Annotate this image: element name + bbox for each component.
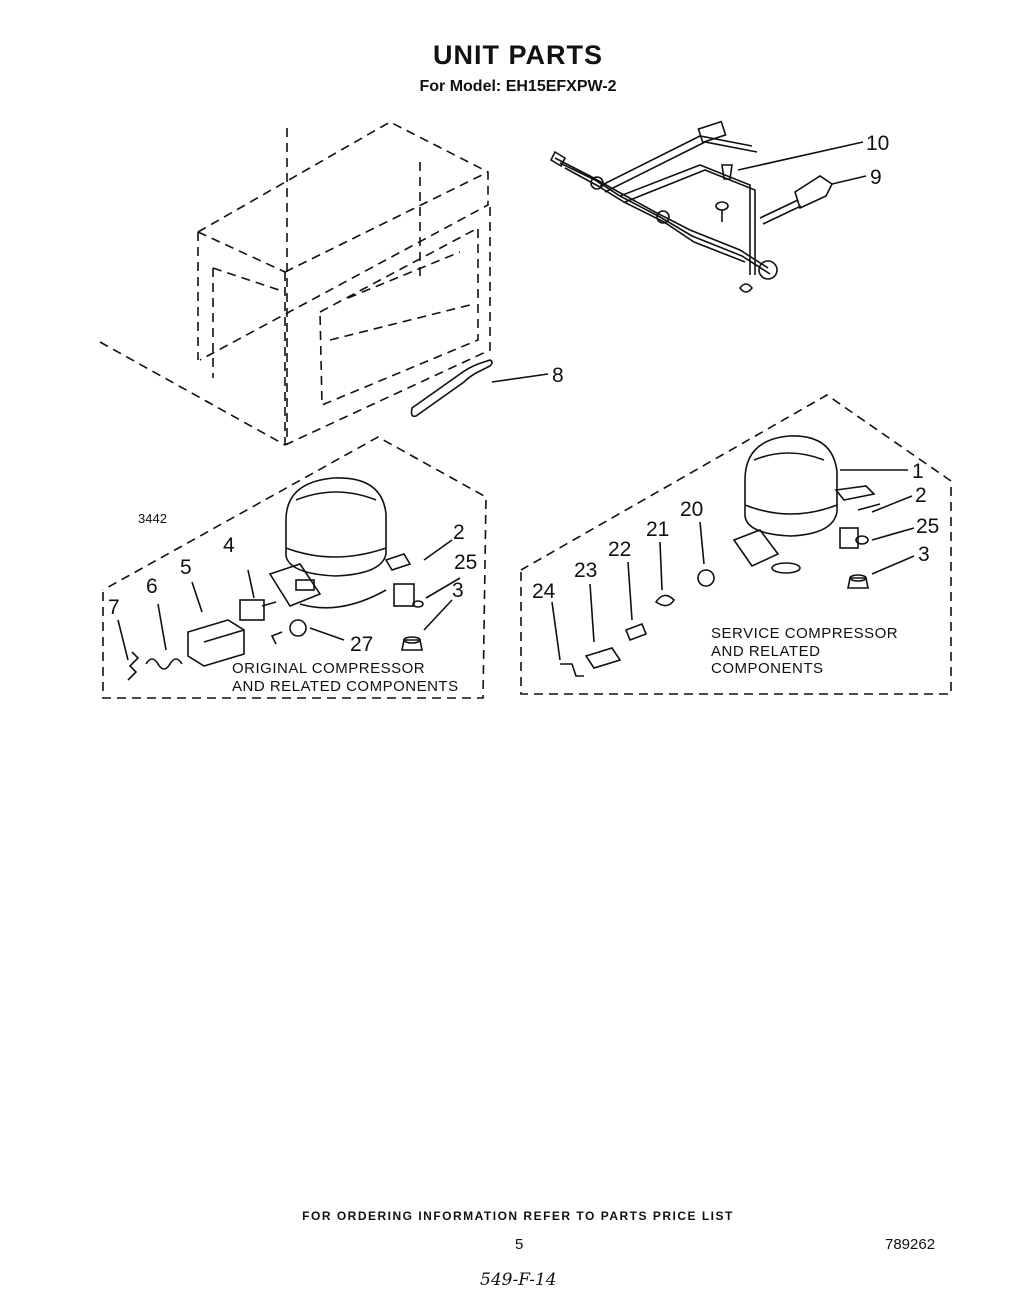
callout-2-service: 2 bbox=[915, 484, 927, 507]
callout-20: 20 bbox=[680, 498, 703, 521]
diagram-code: 3442 bbox=[138, 511, 167, 526]
callout-3-original: 3 bbox=[452, 579, 464, 602]
callout-24: 24 bbox=[532, 580, 556, 603]
callout-27: 27 bbox=[350, 633, 373, 656]
callout-25-service: 25 bbox=[916, 515, 939, 538]
model-line: For Model: EH15EFXPW-2 bbox=[419, 78, 617, 95]
callout-7: 7 bbox=[108, 596, 120, 619]
callout-6: 6 bbox=[146, 575, 158, 598]
ordering-info-footer: FOR ORDERING INFORMATION REFER TO PARTS … bbox=[302, 1209, 734, 1223]
callout-22: 22 bbox=[608, 538, 631, 561]
document-number: 789262 bbox=[885, 1236, 936, 1253]
cabinet-outline bbox=[99, 121, 491, 446]
leader-8 bbox=[491, 373, 549, 383]
original-caption-line2: AND RELATED COMPONENTS bbox=[232, 678, 459, 695]
callout-4: 4 bbox=[223, 534, 235, 557]
original-compressor-panel bbox=[102, 436, 487, 699]
callout-5: 5 bbox=[180, 556, 192, 579]
callout-10: 10 bbox=[866, 132, 889, 155]
callout-3-service: 3 bbox=[918, 543, 930, 566]
drier-part-8 bbox=[410, 359, 493, 418]
wire-harness bbox=[549, 120, 834, 293]
service-caption-line1: SERVICE COMPRESSOR bbox=[711, 625, 898, 642]
callout-2-original: 2 bbox=[453, 521, 465, 544]
leader-9 bbox=[831, 175, 867, 185]
callout-21: 21 bbox=[646, 518, 669, 541]
callout-9: 9 bbox=[870, 166, 882, 189]
original-caption-line1: ORIGINAL COMPRESSOR bbox=[232, 660, 425, 677]
leader-10 bbox=[737, 141, 864, 171]
callout-25-original: 25 bbox=[454, 551, 477, 574]
callout-1: 1 bbox=[912, 460, 924, 483]
callout-23: 23 bbox=[574, 559, 597, 582]
page-number: 5 bbox=[515, 1236, 524, 1253]
callout-8: 8 bbox=[552, 364, 564, 387]
service-caption-line2: AND RELATED bbox=[711, 643, 820, 660]
page-title: UNIT PARTS bbox=[433, 40, 603, 70]
service-caption-line3: COMPONENTS bbox=[711, 660, 824, 677]
service-compressor-panel bbox=[520, 394, 952, 695]
handwritten-note: 549-F-14 bbox=[480, 1270, 557, 1290]
